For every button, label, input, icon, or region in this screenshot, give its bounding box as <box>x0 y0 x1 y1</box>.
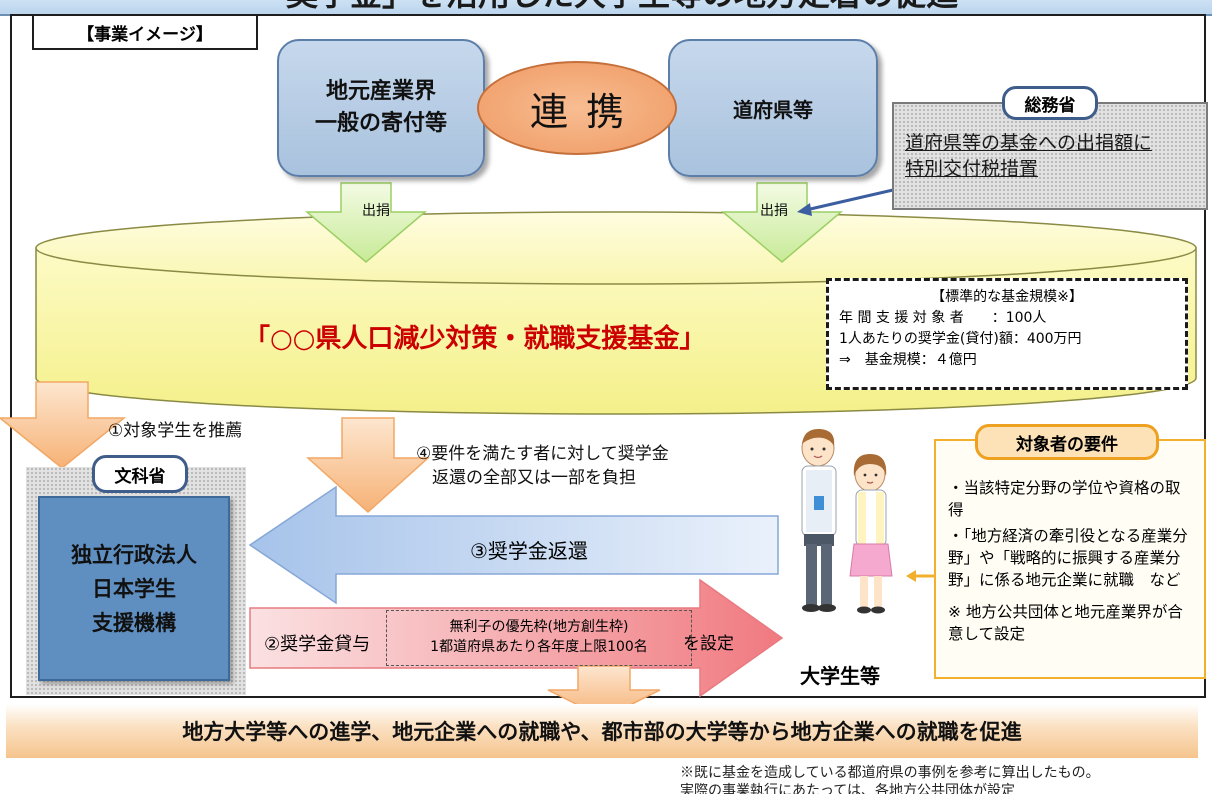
cooperation-ellipse: 連携 <box>477 61 677 155</box>
step4-label: ④要件を満たす者に対して奨学金 返還の全部又は一部を負担 <box>416 442 669 490</box>
banner-title: 「奨学金」を活用した大学生等の地方定着の促進 <box>254 0 958 13</box>
repay-arrow <box>248 485 779 605</box>
step1-label: ①対象学生を推薦 <box>108 421 243 441</box>
mic-pointer-arrow <box>797 188 894 216</box>
male-student-figure <box>801 428 837 612</box>
industry-line1: 地元産業界 <box>325 79 436 104</box>
female-student-figure <box>849 454 893 614</box>
students-illustration <box>801 428 893 614</box>
jasso-line3: 支援機構 <box>92 610 176 635</box>
standard-scale-title: 【標準的な基金規模※】 <box>931 289 1083 305</box>
recommend-arrow <box>0 381 127 469</box>
set-label: を設定 <box>683 634 734 654</box>
jasso-box: 独立行政法人 日本学生 支援機構 <box>38 496 230 681</box>
jasso-line2: 日本学生 <box>92 576 176 601</box>
priority-quota-box: 無利子の優先枠(地方創生枠) 1都道府県あたり各年度上限100名 <box>386 610 692 666</box>
business-image-tag: 【事業イメージ】 <box>32 14 258 50</box>
students-label: 大学生等 <box>800 664 880 688</box>
footnote: ※既に基金を造成している都道府県の事例を参考に算出したもの。 実際の事業執行にあ… <box>680 764 1100 794</box>
mext-label: 文科省 <box>92 455 188 493</box>
requirement-item-1: ・当該特定分野の学位や資格の取得 <box>948 479 1181 519</box>
fund-name: 「○○県人口減少対策・就職支援基金」 <box>244 324 706 354</box>
industry-line2: 一般の寄付等 <box>314 111 447 136</box>
footnote-line2: 実際の事業執行にあたっては、各地方公共団体が設定 <box>680 783 1016 794</box>
requirements-box: ・当該特定分野の学位や資格の取得 ・「地方経済の牽引役となる産業分野」や「戦略的… <box>934 439 1206 679</box>
step2-label: ②奨学金貸与 <box>264 634 371 655</box>
requirement-note: ※ 地方公共団体と地元産業界が合意して設定 <box>948 603 1183 643</box>
step4-line1: ④要件を満たす者に対して奨学金 <box>416 444 669 464</box>
jasso-line1: 独立行政法人 <box>71 542 197 567</box>
standard-scale-line1: 年 間 支 援 対 象 者 ：100人 <box>839 310 1047 326</box>
prefecture-box: 道府県等 <box>668 39 878 177</box>
donation-arrow-left <box>304 182 428 263</box>
donation-label-right: 出捐 <box>760 203 788 219</box>
standard-scale-line2: 1人あたりの奨学金(貸付)額：400万円 <box>839 331 1082 347</box>
priority-line2: 1都道府県あたり各年度上限100名 <box>430 639 648 655</box>
mic-box <box>892 102 1208 210</box>
burden-arrow <box>306 417 430 514</box>
step4-line2: 返還の全部又は一部を負担 <box>432 468 636 488</box>
step3-label: ③奨学金返還 <box>470 539 588 563</box>
local-industry-box: 地元産業界 一般の寄付等 <box>277 39 485 177</box>
mic-description: 道府県等の基金への出捐額に 特別交付税措置 <box>905 130 1205 182</box>
requirements-label: 対象者の要件 <box>975 424 1159 460</box>
requirement-item-2: ・「地方経済の牽引役となる産業分野」や「戦略的に振興する産業分野」に係る地元企業… <box>948 527 1188 589</box>
priority-line1: 無利子の優先枠(地方創生枠) <box>449 619 629 635</box>
loan-arrow <box>249 578 784 698</box>
standard-scale-line3: ⇒ 基金規模：４億円 <box>839 352 977 368</box>
donation-label-left: 出捐 <box>362 203 390 219</box>
mic-label: 総務省 <box>1002 86 1098 120</box>
footnote-line1: ※既に基金を造成している都道府県の事例を参考に算出したもの。 <box>680 765 1100 781</box>
standard-scale-box: 【標準的な基金規模※】 年 間 支 援 対 象 者 ：100人 1人あたりの奨学… <box>826 278 1188 390</box>
mic-line2: 特別交付税措置 <box>905 158 1039 180</box>
result-banner: 地方大学等への進学、地元企業への就職や、都市部の大学等から地方企業への就職を促進 <box>6 704 1198 758</box>
requirement-pointer-arrow <box>906 570 936 582</box>
donation-arrow-right <box>720 182 844 263</box>
mic-line1: 道府県等の基金への出捐額に <box>905 132 1153 154</box>
